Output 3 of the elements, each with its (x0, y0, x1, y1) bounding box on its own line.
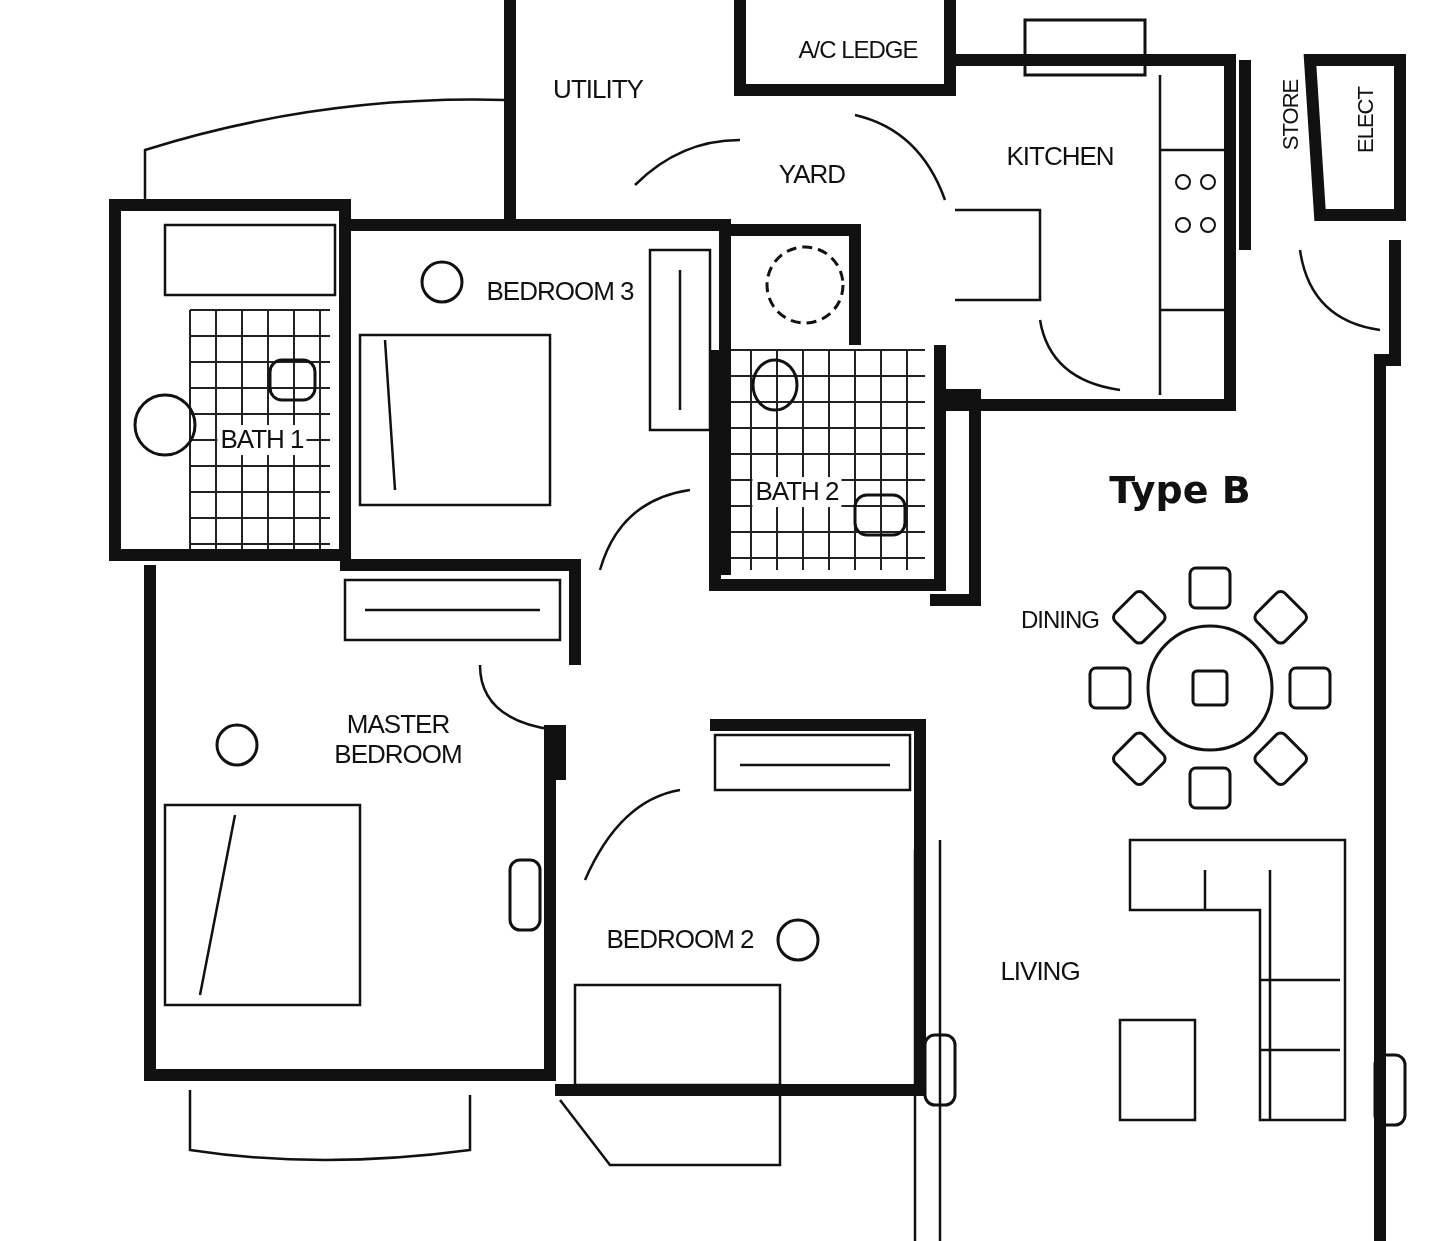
plan-title: Type B (1109, 468, 1251, 512)
room-label: BATH 2 (752, 477, 842, 507)
room-label: BATH 1 (217, 425, 307, 455)
